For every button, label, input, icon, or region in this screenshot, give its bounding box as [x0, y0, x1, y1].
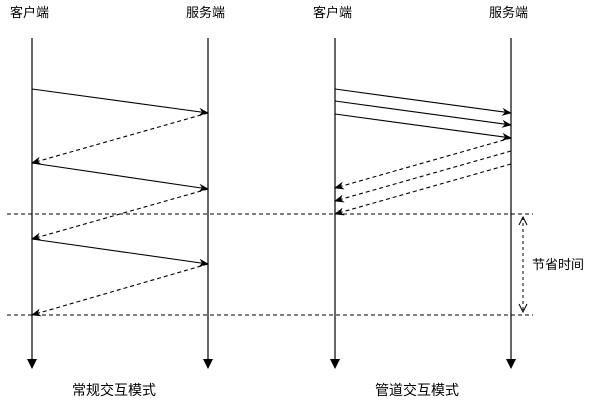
response-arrow	[334, 150, 512, 203]
right-caption: 管道交互模式	[375, 383, 459, 399]
response-arrow	[31, 263, 209, 317]
response-arrow	[334, 137, 512, 190]
response-arrow	[31, 112, 209, 165]
right-client-label: 客户端	[313, 6, 353, 21]
left-client-label: 客户端	[10, 6, 50, 21]
request-arrow	[31, 162, 209, 192]
request-arrow	[334, 100, 512, 128]
response-arrow	[31, 188, 209, 241]
left-caption: 常规交互模式	[72, 383, 156, 399]
response-arrow	[334, 163, 512, 216]
request-arrow	[31, 88, 209, 116]
saved-time-label: 节省时间	[532, 258, 585, 273]
request-arrow	[334, 88, 512, 116]
left-server-label: 服务端	[186, 6, 226, 21]
right-server-label: 服务端	[489, 6, 529, 21]
request-arrow	[31, 238, 209, 267]
request-arrow	[334, 113, 512, 141]
